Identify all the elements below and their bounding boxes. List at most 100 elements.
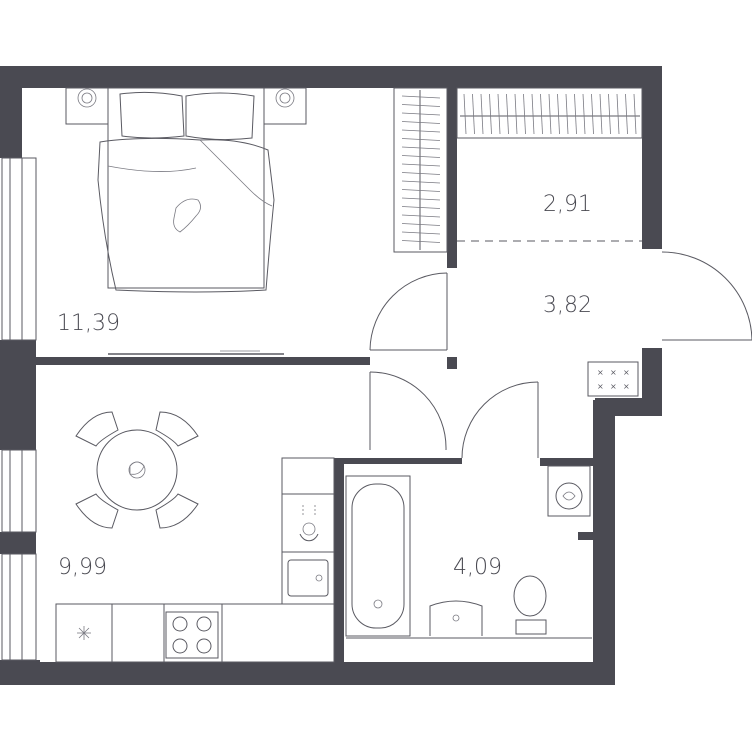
hanger [633,93,637,135]
hanger [401,121,441,124]
dining-table [96,429,178,511]
wall-left-upper [0,66,22,158]
windows [1,157,37,661]
panel-mark: × [623,382,630,391]
washing-machine [547,465,591,517]
hanger [401,112,441,116]
bathroom-furniture [345,465,592,639]
wardrobe-frame [393,87,448,253]
wall-top [0,66,662,88]
chair-bottom-right [155,493,199,529]
hanger [565,93,569,135]
window-kitchen-upper [1,449,37,533]
storage-shelf [456,87,643,242]
wardrobe-bedroom [393,87,448,253]
chair-bottom-left [75,493,119,529]
window-kitchen-lower [1,553,37,661]
burner-icon [172,638,188,654]
hanger [608,93,611,135]
hanger [401,163,441,167]
hanger [401,189,441,192]
hanger [401,223,441,226]
panel-mark: × [597,382,604,391]
hanger [480,93,484,135]
hanger [401,240,441,243]
wall-right-hall [642,348,662,400]
area-label-kitchen: 9,99 [58,555,107,580]
area-label-bedroom: 11,39 [57,311,120,336]
electrical-panel [587,361,639,397]
hanger [401,95,441,99]
nightstand-right [263,87,307,125]
hanger [401,180,441,184]
duvet [97,137,275,293]
hanger [582,93,586,135]
snowflake-icon [77,626,91,640]
pillow-left [119,91,185,139]
wall-bath-top-right [540,458,595,466]
washbasin-icon [429,600,483,636]
window-bedroom [1,157,37,341]
bathtub-icon [351,483,405,629]
hanger [401,197,441,201]
hanger [489,93,492,135]
hanger [574,93,577,135]
hanger [401,129,441,133]
hanger [523,93,526,135]
dog-icon [173,198,201,233]
doors: × × × × × × [369,251,752,459]
panel-mark: × [610,368,617,377]
hanger [506,93,509,135]
faucet-icon [299,533,319,542]
kitchen-furniture [55,411,335,663]
area-label-bathroom: 4,09 [453,555,502,580]
burner-icon [196,638,212,654]
hanger [401,104,441,107]
panel-mark: × [610,382,617,391]
door-bedroom-arc [369,272,448,351]
shelf-frame [456,87,643,139]
area-label-hall: 3,82 [543,293,592,318]
wall-bottom [0,662,615,685]
door-kitchen-arc [369,371,447,451]
hanger [401,206,441,209]
hanger [401,172,441,175]
washing-machine-icon [555,482,583,510]
nightstand-left [65,87,109,125]
pillow-right [185,92,255,141]
bedroom-furniture [65,87,307,355]
bathtub-frame [345,475,411,637]
burner-icon [196,616,212,632]
hanger [472,93,475,135]
wall-left-middle [0,340,36,450]
bed-frame [107,87,265,289]
hanger [616,93,620,135]
wall-bath-niche [578,532,595,540]
chair-top-right [155,411,199,447]
wall-stub [447,357,457,369]
hanger [401,146,441,150]
panel-mark: × [623,368,630,377]
panel-mark: × [597,368,604,377]
burner-icon [172,616,188,632]
hanger [401,214,441,218]
wall-right-lower [593,400,615,685]
hanger [548,93,552,135]
wall-right-upper [642,66,662,249]
hanger [625,93,628,135]
toilet-icon [513,575,547,617]
wall-bath-left [334,458,344,662]
wall-left-pier [0,532,36,554]
wall-bed-kitchen [36,357,370,365]
hanger [463,93,467,135]
wall-storage-left [447,88,457,268]
sink-icon [287,559,329,597]
hanger [540,93,543,135]
area-label-storage: 2,91 [543,192,592,217]
chair-top-left [75,411,119,447]
counter-bottom [55,603,335,663]
door-bathroom-arc [461,381,539,459]
hanger [599,93,603,135]
walls [0,66,662,685]
